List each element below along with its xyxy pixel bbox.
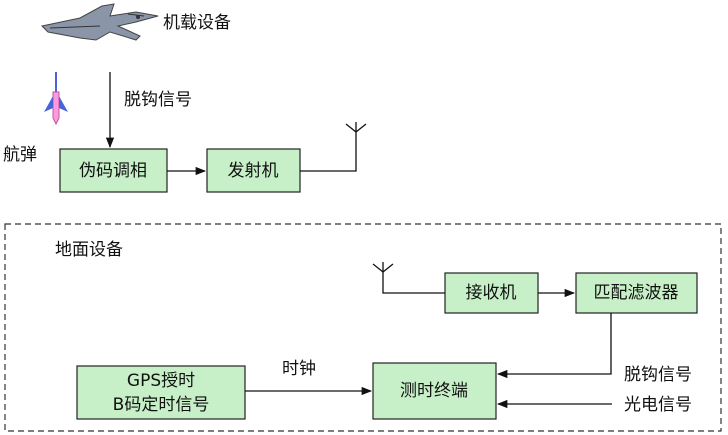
- receiver-block: 接收机: [444, 272, 539, 314]
- svg-text:测时终端: 测时终端: [400, 381, 468, 401]
- transmitter-block: 发射机: [206, 148, 301, 193]
- missile-icon: [44, 72, 68, 126]
- pn-modulator-block: 伪码调相: [59, 148, 168, 193]
- gps-timing-block: GPS授时 B码定时信号: [76, 365, 246, 420]
- timing-terminal-block: 测时终端: [372, 362, 497, 420]
- transmit-antenna-icon: [345, 122, 367, 133]
- svg-text:匹配滤波器: 匹配滤波器: [594, 283, 679, 303]
- airborne-title: 机载设备: [163, 13, 231, 33]
- matched-filter-block: 匹配滤波器: [575, 272, 698, 314]
- release-signal-label-ground: 脱钩信号: [624, 365, 692, 385]
- ground-equipment-frame: [4, 223, 722, 432]
- filter-to-terminal-arrow: [496, 313, 612, 379]
- fighter-jet-icon: [40, 3, 159, 41]
- clock-label: 时钟: [282, 359, 316, 379]
- svg-text:GPS授时: GPS授时: [127, 371, 195, 391]
- svg-text:发射机: 发射机: [228, 161, 279, 181]
- antenna-to-receiver-line: [382, 272, 445, 294]
- svg-text:伪码调相: 伪码调相: [79, 161, 147, 181]
- ground-title: 地面设备: [55, 240, 123, 260]
- receive-antenna-icon: [372, 262, 394, 273]
- transmitter-antenna-feed: [300, 132, 357, 172]
- svg-text:接收机: 接收机: [466, 283, 517, 303]
- release-signal-label-air: 脱钩信号: [124, 90, 192, 110]
- svg-text:B码定时信号: B码定时信号: [113, 395, 210, 415]
- missile-label: 航弹: [3, 145, 37, 165]
- photoelectric-signal-label: 光电信号: [624, 395, 692, 415]
